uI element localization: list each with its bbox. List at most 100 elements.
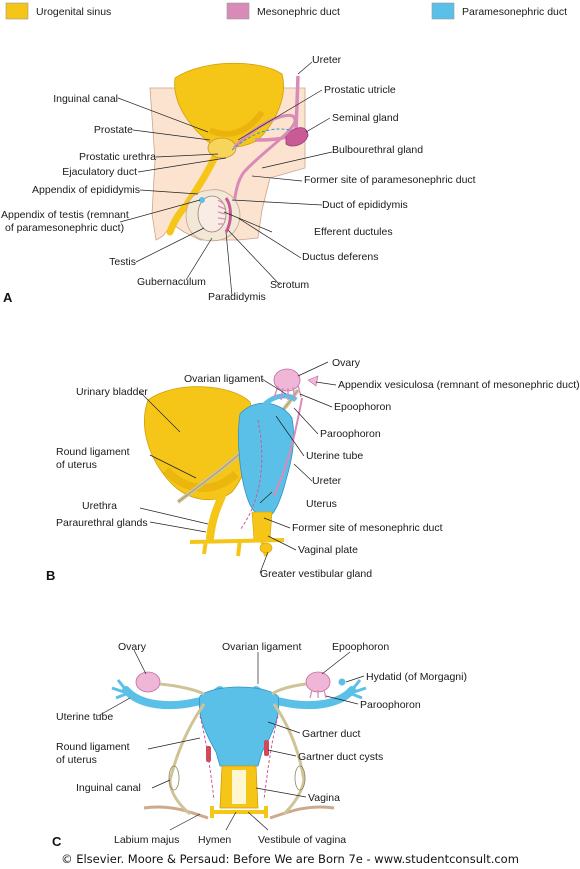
- label-gubernaculum-a: Gubernaculum: [137, 276, 206, 288]
- label-appendix-testis-1-a: Appendix of testis (remnant: [1, 209, 129, 221]
- legend-swatch-mesonephric: [226, 2, 250, 20]
- former-paramesonephric-a: [231, 128, 291, 151]
- label-inguinal-canal-a: Inguinal canal: [53, 93, 118, 105]
- label-ovarian-ligament-b: Ovarian ligament: [184, 373, 263, 385]
- label-prostatic-urethra-a: Prostatic urethra: [79, 151, 156, 163]
- urinary-bladder-b: [144, 386, 254, 501]
- label-paroophoron-c: Paroophoron: [360, 699, 421, 711]
- label-gartner-cysts-c: Gartner duct cysts: [298, 751, 383, 763]
- label-paradidymis-a: Paradidymis: [208, 291, 266, 303]
- hydatid-c: [338, 678, 346, 686]
- ovary-right-c: [305, 671, 331, 693]
- greater-vestibular-gland-b: [259, 542, 273, 554]
- urinary-bladder-a: [174, 62, 284, 148]
- legend: Urogenital sinus Mesonephric duct Parame…: [5, 2, 567, 20]
- labium-majus-c: [143, 805, 335, 820]
- label-ovary-c: Ovary: [118, 641, 147, 653]
- round-ligament-right-c: [272, 703, 306, 816]
- label-former-mesonephric-b: Former site of mesonephric duct: [292, 522, 443, 534]
- ovarian-ligament-right-c: [271, 682, 307, 696]
- label-vestibule-c: Vestibule of vagina: [258, 834, 346, 846]
- label-former-paramesonephric-a: Former site of paramesonephric duct: [304, 174, 476, 186]
- panel-a: Ureter Inguinal canal Prostatic utricle …: [1, 54, 476, 305]
- gartner-cyst-left-c: [206, 746, 211, 762]
- label-paroophoron-b: Paroophoron: [320, 428, 381, 440]
- uterus-c: [198, 686, 280, 767]
- fimbriae-left-c: [111, 679, 128, 700]
- label-labium-majus-c: Labium majus: [114, 834, 179, 846]
- leader-b: [139, 361, 337, 574]
- label-greater-vestibular-gland-b: Greater vestibular gland: [260, 568, 372, 580]
- label-efferent-ductules-a: Efferent ductules: [314, 226, 393, 238]
- prostate-a: [207, 137, 237, 159]
- label-ovary-b: Ovary: [332, 357, 361, 369]
- gartner-duct-left-c: [199, 715, 215, 801]
- label-gartner-duct-c: Gartner duct: [302, 728, 360, 740]
- former-mesonephric-b: [239, 419, 263, 531]
- label-appendix-testis-2-a: of paramesonephric duct): [5, 222, 124, 234]
- label-round-ligament-1-b: Round ligament: [56, 446, 130, 458]
- label-urinary-bladder-b: Urinary bladder: [76, 386, 148, 398]
- gartner-duct-right-c: [263, 715, 279, 801]
- panel-letter-a: A: [3, 290, 13, 305]
- epoophoron-b: [273, 384, 302, 401]
- leader-c: [97, 649, 365, 831]
- round-ligament-left-c: [168, 703, 206, 816]
- vestibule-c: [210, 806, 268, 818]
- testis-a: [197, 195, 227, 233]
- label-paraurethral-glands-b: Paraurethral glands: [56, 517, 148, 529]
- label-seminal-gland-a: Seminal gland: [332, 112, 399, 124]
- uterus-b: [238, 402, 294, 518]
- ureter-b: [273, 397, 303, 497]
- label-scrotum-a: Scrotum: [270, 279, 309, 291]
- label-hydatid-c: Hydatid (of Morgagni): [366, 671, 467, 683]
- fimbriae-right-c: [350, 679, 367, 700]
- appendix-vesiculosa-b: [307, 375, 319, 387]
- inguinal-canal-left-c: [168, 765, 180, 791]
- label-ureter-a: Ureter: [312, 54, 342, 66]
- ovary-left-c: [135, 671, 161, 693]
- ovarian-ligament-left-c: [159, 682, 205, 696]
- label-duct-epididymis-a: Duct of epididymis: [322, 199, 408, 211]
- legend-swatch-urogenital: [5, 2, 29, 20]
- gartner-cyst-right-c: [264, 740, 269, 756]
- legend-label-mesonephric: Mesonephric duct: [257, 6, 340, 18]
- panel-letter-c: C: [52, 834, 62, 849]
- vagina-lumen-c: [232, 770, 246, 804]
- label-uterus-b: Uterus: [306, 498, 337, 510]
- epoophoron-c: [309, 689, 327, 699]
- bladder-shade-b: [163, 467, 239, 492]
- leader-a: [117, 61, 333, 297]
- label-prostatic-utricle-a: Prostatic utricle: [324, 84, 396, 96]
- label-round-ligament-2-b: of uterus: [56, 459, 97, 471]
- bladder-shade-a: [208, 110, 265, 137]
- perineum-b: [189, 538, 285, 557]
- label-ovarian-ligament-c: Ovarian ligament: [222, 641, 301, 653]
- urethra-a: [166, 138, 226, 236]
- label-epoophoron-b: Epoophoron: [334, 401, 391, 413]
- ovary-b: [273, 368, 301, 392]
- label-uterine-tube-c: Uterine tube: [56, 711, 113, 723]
- label-appendix-vesiculosa-b: Appendix vesiculosa (remnant of mesoneph…: [338, 379, 580, 391]
- label-round-ligament-1-c: Round ligament: [56, 741, 130, 753]
- label-hymen-c: Hymen: [198, 834, 231, 846]
- label-urethra-b: Urethra: [82, 500, 117, 512]
- legend-label-paramesonephric: Paramesonephric duct: [462, 6, 567, 18]
- legend-swatch-paramesonephric: [431, 2, 455, 20]
- label-ductus-deferens-a: Ductus deferens: [302, 251, 378, 263]
- label-inguinal-canal-c: Inguinal canal: [76, 782, 141, 794]
- vaginal-plate-b: [251, 511, 273, 541]
- copyright-credit: © Elsevier. Moore & Persaud: Before We a…: [61, 852, 519, 866]
- efferent-ductules-a: [217, 199, 226, 225]
- inguinal-canal-right-c: [294, 765, 306, 791]
- label-prostate-a: Prostate: [94, 124, 133, 136]
- label-vaginal-plate-b: Vaginal plate: [298, 544, 358, 556]
- label-bulbourethral-gland-a: Bulbourethral gland: [332, 144, 423, 156]
- label-appendix-epididymis-a: Appendix of epididymis: [32, 184, 140, 196]
- appendix-testis-a: [199, 197, 205, 203]
- label-uterine-tube-b: Uterine tube: [306, 450, 363, 462]
- label-round-ligament-2-c: of uterus: [56, 754, 97, 766]
- label-testis-a: Testis: [109, 256, 136, 268]
- uterine-tube-b: [257, 393, 298, 412]
